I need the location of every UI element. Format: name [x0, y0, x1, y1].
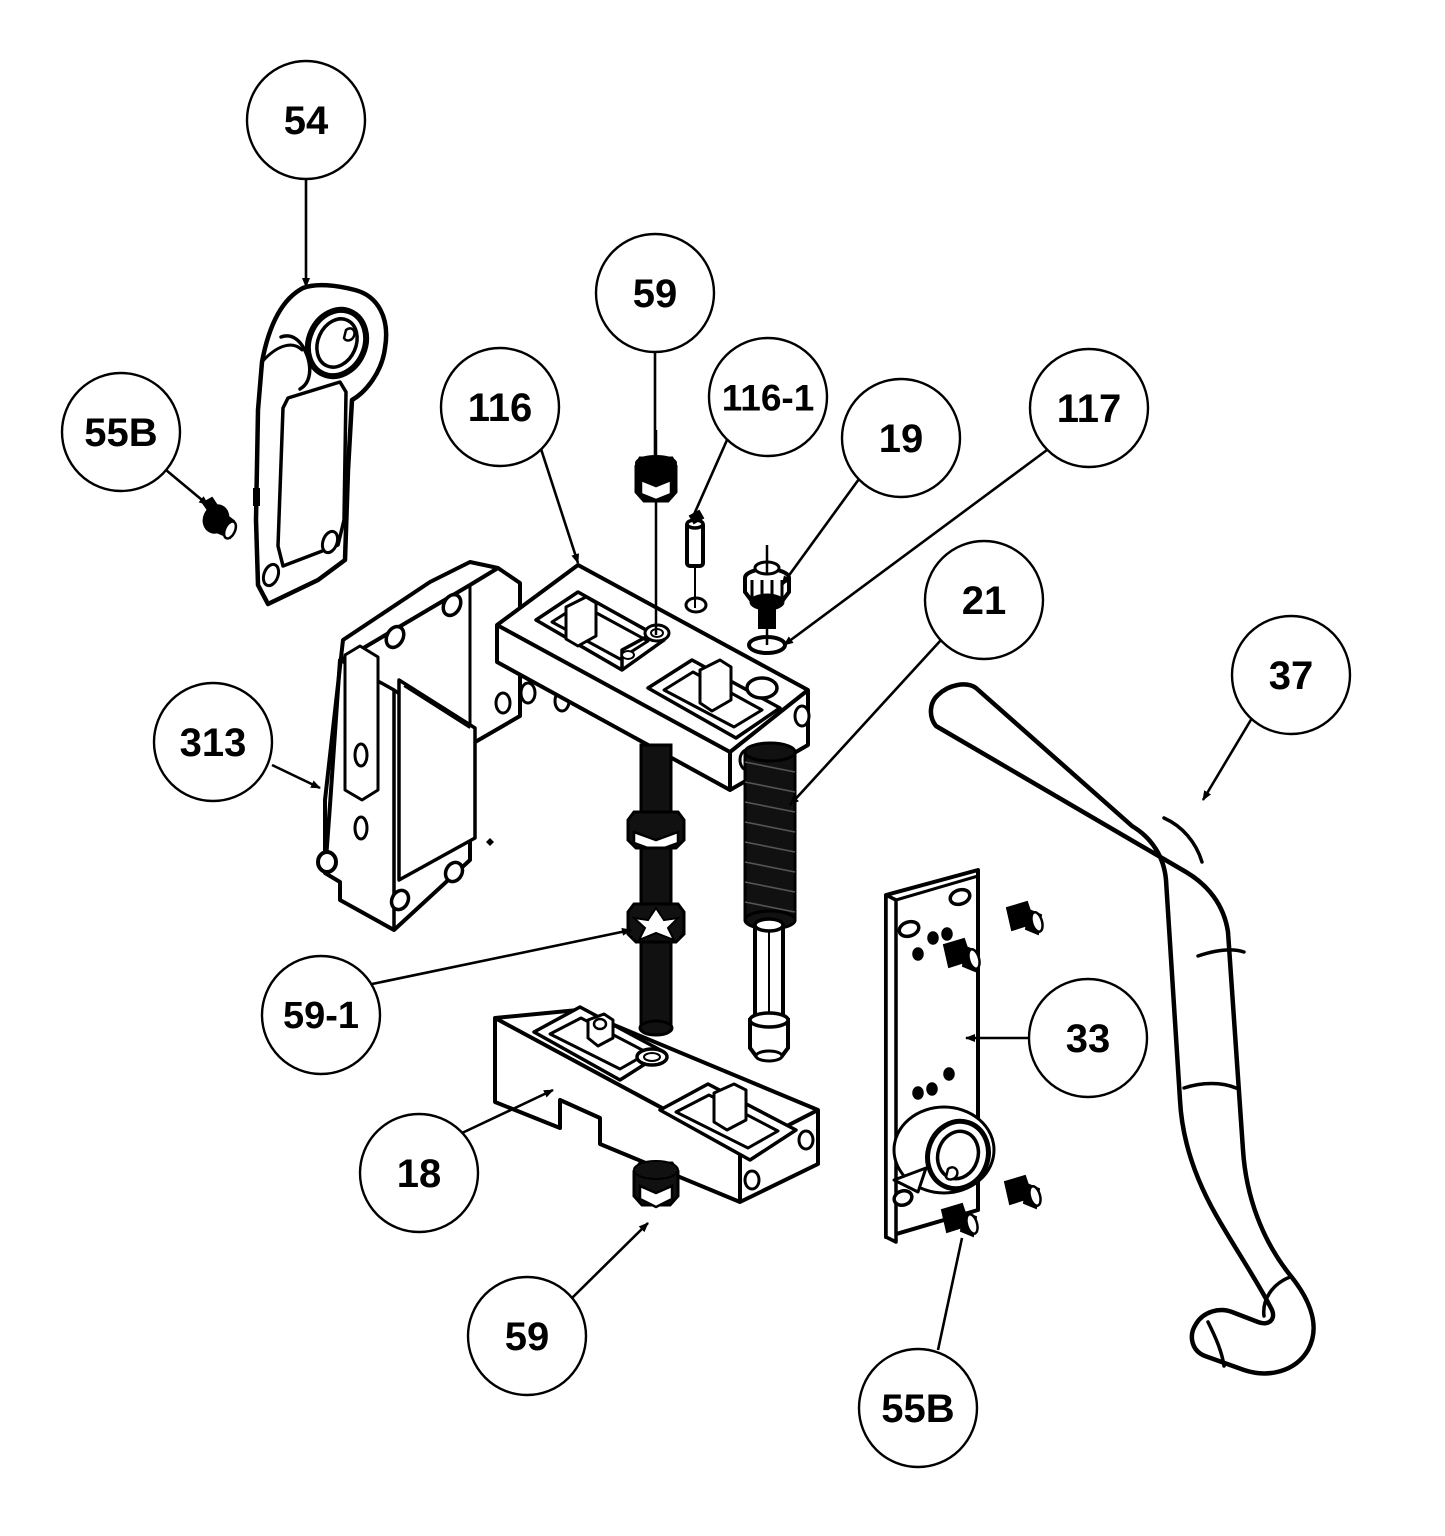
balloon-circle-117	[1028, 347, 1150, 469]
part-313-mounting-bracket	[316, 560, 571, 932]
part-55b-bolts-bottom	[940, 900, 1044, 1238]
balloon-circle-116	[439, 346, 561, 468]
balloon-circle-55B-bot	[857, 1347, 979, 1469]
balloon-label-19: 19	[879, 417, 924, 461]
balloon-label-55B-top: 55B	[84, 411, 157, 455]
leader-line-116-1	[690, 439, 729, 520]
callout-balloon-21[interactable]: 21	[923, 539, 1045, 661]
leader-line-59-bot	[571, 1222, 649, 1299]
leader-line-21	[789, 639, 942, 806]
balloon-label-33: 33	[1066, 1017, 1111, 1061]
balloon-circle-116-1	[707, 336, 829, 458]
balloon-label-313: 313	[180, 721, 247, 765]
callout-balloon-54[interactable]: 54	[245, 59, 367, 181]
callout-balloon-55B-bot[interactable]: 55B	[857, 1347, 979, 1469]
balloon-label-59-top: 59	[633, 272, 678, 316]
leader-lines	[165, 179, 1254, 1351]
part-117-threaded-rod	[748, 917, 790, 1063]
callout-balloon-59-top[interactable]: 59	[594, 232, 716, 354]
callout-balloon-116[interactable]: 116	[439, 346, 561, 468]
balloon-circle-59-bot	[466, 1275, 588, 1397]
balloon-label-59-bot: 59	[505, 1315, 550, 1359]
callout-balloon-116-1[interactable]: 116-1	[707, 336, 829, 458]
callout-balloon-18[interactable]: 18	[358, 1112, 480, 1234]
part-59-1-bolts	[626, 743, 686, 1037]
balloon-circle-37	[1230, 614, 1352, 736]
balloon-circle-21	[923, 539, 1045, 661]
leader-line-18	[461, 1088, 554, 1135]
callout-balloon-19[interactable]: 19	[840, 377, 962, 499]
callout-balloon-59-bot[interactable]: 59	[466, 1275, 588, 1397]
balloon-label-55B-bot: 55B	[881, 1387, 954, 1431]
part-59-nut-bottom	[632, 1160, 680, 1209]
balloon-label-116: 116	[468, 386, 533, 430]
balloon-circle-59-top	[594, 232, 716, 354]
balloon-label-59-1: 59-1	[283, 995, 359, 1037]
leader-line-59-1	[371, 927, 632, 986]
part-37-handle-tube	[928, 682, 1316, 1376]
leader-line-37	[1201, 717, 1254, 801]
part-55b-bolt-top	[201, 496, 238, 540]
balloon-circle-313	[152, 681, 274, 803]
callout-balloon-313[interactable]: 313	[152, 681, 274, 803]
callout-balloon-33[interactable]: 33	[1027, 977, 1149, 1099]
balloon-circle-55B-top	[60, 371, 182, 493]
balloon-label-18: 18	[397, 1152, 442, 1196]
balloon-circle-54	[245, 59, 367, 181]
balloon-label-117: 117	[1057, 387, 1122, 431]
callout-balloon-55B-top[interactable]: 55B	[60, 371, 182, 493]
balloon-circle-19	[840, 377, 962, 499]
balloon-label-21: 21	[962, 579, 1007, 623]
balloon-label-54: 54	[284, 99, 329, 143]
callout-balloon-117[interactable]: 117	[1028, 347, 1150, 469]
part-33-side-plate	[884, 868, 996, 1244]
callout-balloon-37[interactable]: 37	[1230, 614, 1352, 736]
leader-line-55B-bot	[936, 1237, 964, 1351]
balloon-label-116-1: 116-1	[722, 378, 815, 419]
balloon-circle-33	[1027, 977, 1149, 1099]
balloon-label-37: 37	[1269, 654, 1314, 698]
leader-line-116	[539, 448, 580, 564]
part-59-nut-top	[634, 430, 678, 635]
part-116-upper-clamp-block	[495, 563, 811, 792]
part-116-1-pin	[685, 509, 705, 608]
balloon-circle-18	[358, 1112, 480, 1234]
part-18-lower-clamp-block	[493, 1005, 820, 1204]
balloon-circle-59-1	[260, 954, 382, 1076]
part-19-adjuster-fitting	[743, 545, 791, 655]
leader-line-313	[271, 763, 321, 790]
callout-balloon-59-1[interactable]: 59-1	[260, 954, 382, 1076]
leader-line-19	[780, 478, 861, 586]
part-54-lever-arm	[253, 282, 389, 607]
leader-line-55B-top	[165, 469, 209, 506]
callout-balloons: 54 55B 59 116 116-1 19 117 313 21 37 59-1 33 18 59 55B	[60, 59, 1352, 1469]
leader-line-117	[783, 448, 1048, 647]
part-21-spring	[743, 741, 797, 931]
